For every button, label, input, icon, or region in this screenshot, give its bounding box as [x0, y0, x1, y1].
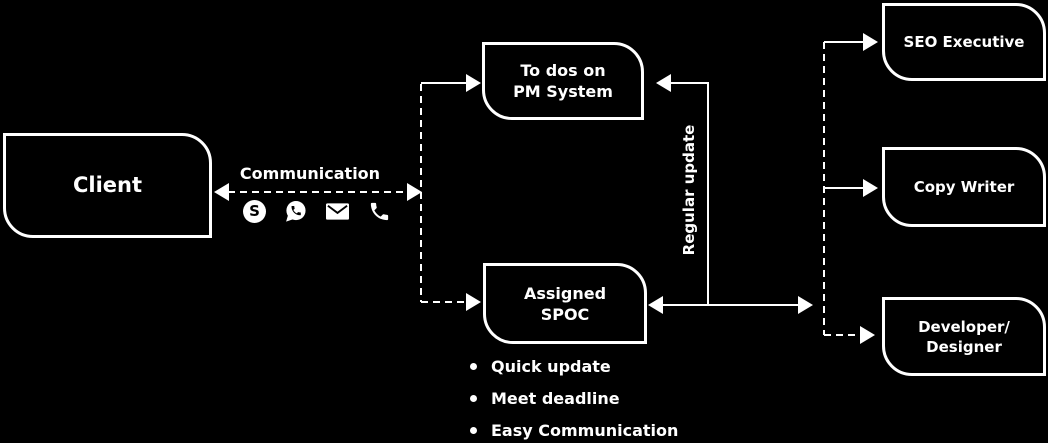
client-label: Client — [72, 173, 143, 197]
bullet-list: Quick update Meet deadline Easy Communic… — [470, 355, 678, 443]
list-item: Meet deadline — [470, 387, 678, 409]
spoc-label-line1: Assigned — [523, 283, 607, 303]
developer-label-line1: Developer/ — [918, 317, 1010, 336]
bullet-label: Meet deadline — [491, 388, 620, 408]
todos-label-line1: To dos on — [520, 61, 606, 80]
todos-label-line2: PM System — [513, 82, 613, 101]
bullet-dot — [470, 394, 477, 402]
client-node: Client — [3, 133, 212, 238]
copy-writer-node: Copy Writer — [882, 147, 1046, 227]
developer-designer-node: Developer/ Designer — [882, 297, 1046, 376]
whatsapp-icon — [286, 200, 306, 222]
spoc-team-arrow — [648, 296, 813, 314]
email-icon — [326, 203, 349, 220]
list-item: Easy Communication — [470, 419, 678, 441]
list-item: Quick update — [470, 355, 678, 377]
seo-executive-node: SEO Executive — [882, 3, 1046, 81]
regular-update-label: Regular update — [680, 124, 698, 256]
regular-update-connector — [656, 74, 709, 305]
bullet-dot — [470, 362, 477, 370]
communication-label: Communication — [239, 164, 381, 183]
communication-arrow — [214, 183, 422, 201]
spoc-label-line2: SPOC — [540, 304, 590, 324]
seo-label: SEO Executive — [903, 32, 1025, 51]
developer-label-line2: Designer — [926, 337, 1002, 356]
communication-icons: S — [243, 200, 391, 223]
skype-icon: S — [243, 200, 266, 223]
todos-pm-system-node: To dos on PM System — [482, 42, 644, 120]
bullet-label: Quick update — [491, 356, 611, 376]
copywriter-label: Copy Writer — [913, 177, 1015, 196]
team-branch-connector — [823, 33, 878, 344]
client-branch-connector — [420, 74, 481, 311]
phone-icon — [370, 202, 389, 221]
assigned-spoc-node: Assigned SPOC — [483, 263, 647, 344]
bullet-label: Easy Communication — [491, 420, 679, 440]
bullet-dot — [470, 426, 477, 434]
